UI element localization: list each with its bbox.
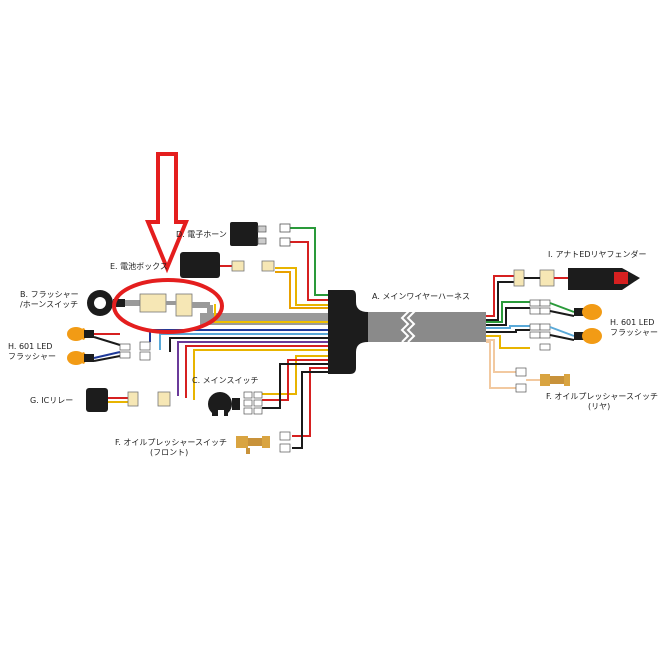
label-led-left-2: フラッシャー xyxy=(8,352,56,361)
label-oil-rear-1: F. オイルプレッシャースイッチ xyxy=(546,392,659,401)
label-oil-front-1: F. オイルプレッシャースイッチ xyxy=(115,438,228,447)
label-led-right-2: フラッシャー xyxy=(610,328,658,337)
rear-fender-lamp xyxy=(513,268,640,290)
oil-switch-front xyxy=(236,431,291,454)
ic-relay xyxy=(86,388,171,412)
label-flasher-switch-1: B. フラッシャー xyxy=(20,290,79,299)
label-led-right-1: H. 601 LED xyxy=(610,318,655,327)
led-flashers-left xyxy=(67,327,151,365)
left-wires xyxy=(149,227,330,449)
label-oil-rear-2: (リヤ) xyxy=(588,402,611,411)
down-arrow-annotation-icon xyxy=(145,152,189,274)
horn xyxy=(230,222,291,247)
harness-boot xyxy=(328,290,368,374)
label-ic-relay: G. ICリレー xyxy=(30,396,74,405)
label-main-switch: C. メインスイッチ xyxy=(192,376,259,385)
main-harness-tube xyxy=(368,305,486,343)
main-switch xyxy=(208,391,263,418)
label-flasher-switch-2: /ホーンスイッチ xyxy=(20,300,79,309)
label-horn: D. 電子ホーン xyxy=(176,230,227,239)
oil-switch-rear xyxy=(515,367,570,393)
label-harness: A. メインワイヤーハーネス xyxy=(372,292,471,301)
highlight-circle-icon xyxy=(112,278,224,334)
led-flashers-right xyxy=(529,299,602,351)
right-wires xyxy=(486,275,530,389)
label-fender: I. アナトEDリヤフェンダー xyxy=(548,250,647,259)
label-oil-front-2: (フロント) xyxy=(150,448,189,457)
battery-box xyxy=(180,252,275,278)
label-led-left-1: H. 601 LED xyxy=(8,342,53,351)
flasher-horn-switch xyxy=(87,290,213,319)
label-battery-box: E. 電池ボックス xyxy=(110,262,168,271)
